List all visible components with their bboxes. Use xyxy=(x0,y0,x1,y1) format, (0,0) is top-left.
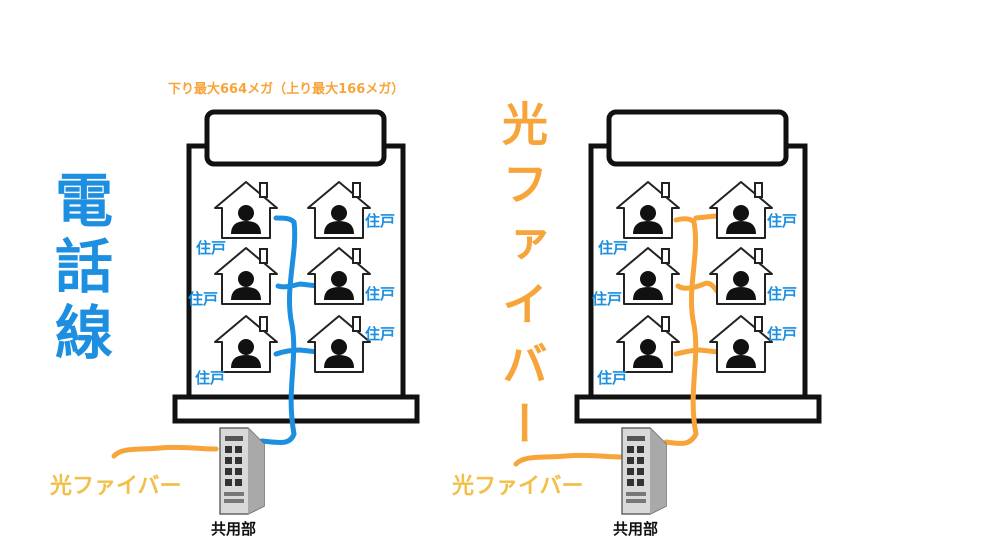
right-building-body xyxy=(588,143,808,397)
incoming-fiber-right xyxy=(513,452,623,467)
unit-label: 住戸 xyxy=(767,285,798,303)
unit-label: 住戸 xyxy=(195,369,226,387)
left-building xyxy=(111,109,420,515)
house-person-icon xyxy=(214,315,278,373)
house-person-icon xyxy=(307,315,371,373)
unit-label: 住戸 xyxy=(188,290,219,308)
right-building-roof xyxy=(606,109,789,167)
telephone-line-wiring xyxy=(259,215,298,446)
left-building-roof xyxy=(204,109,387,167)
telephone-line-branches xyxy=(273,281,321,357)
house-person-icon xyxy=(709,247,773,305)
house-person-icon xyxy=(709,315,773,373)
house-person-icon xyxy=(616,181,680,239)
side-title-telephone-line: 電話線 xyxy=(45,170,113,368)
house-person-icon xyxy=(214,181,278,239)
right-building-base xyxy=(574,394,822,424)
incoming-fiber-left xyxy=(111,444,219,459)
house-person-icon xyxy=(709,181,773,239)
unit-label: 住戸 xyxy=(767,212,798,230)
unit-label: 住戸 xyxy=(592,290,623,308)
network-switch-icon xyxy=(219,427,265,515)
network-switch-icon xyxy=(621,427,667,515)
left-building-body xyxy=(186,143,406,397)
unit-label: 住戸 xyxy=(767,325,798,343)
left-building-base xyxy=(172,394,420,424)
fiber-optic-top-branch xyxy=(693,213,719,221)
house-person-icon xyxy=(616,315,680,373)
unit-label: 住戸 xyxy=(365,212,396,230)
unit-label: 住戸 xyxy=(365,325,396,343)
incoming-fiber-label-right: 光ファイバー xyxy=(452,474,584,499)
shared-area-label-left: 共用部 xyxy=(211,520,257,538)
right-building xyxy=(513,109,822,515)
unit-label: 住戸 xyxy=(597,369,628,387)
house-person-icon xyxy=(307,181,371,239)
house-person-icon xyxy=(307,247,371,305)
shared-area-label-right: 共用部 xyxy=(613,520,659,538)
unit-label: 住戸 xyxy=(598,239,629,257)
incoming-fiber-label-left: 光ファイバー xyxy=(50,474,182,499)
unit-label: 住戸 xyxy=(365,285,396,303)
speed-label: 下り最大664メガ（上り最大166メガ） xyxy=(168,82,405,97)
fiber-optic-wiring xyxy=(663,216,699,447)
side-title-fiber-optic: 光ファイバー xyxy=(495,100,549,460)
unit-label: 住戸 xyxy=(196,239,227,257)
